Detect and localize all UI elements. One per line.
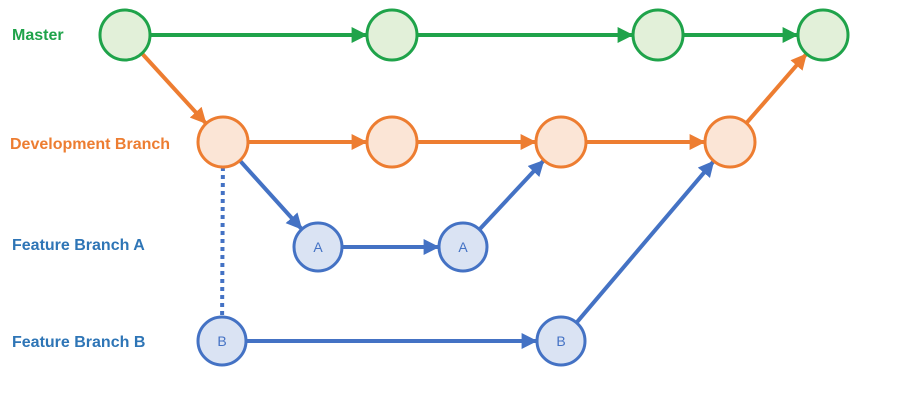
commit-node-b1: B <box>196 315 248 367</box>
commit-label-a1: A <box>313 239 323 255</box>
edge-a2-to-d3 <box>477 159 545 231</box>
commit-node-a2: A <box>437 221 489 273</box>
commit-node-m2 <box>365 8 419 62</box>
commit-circle-a1 <box>292 221 344 273</box>
edge-d4-to-m4 <box>744 53 808 125</box>
edge-b2-to-d4 <box>574 160 715 324</box>
lane-label-development: Development Branch <box>10 136 170 153</box>
lane-label-master: Master <box>12 27 64 44</box>
commit-node-d4 <box>703 115 757 169</box>
edge-m1-to-d1 <box>140 52 207 125</box>
commit-label-b1: B <box>217 333 226 349</box>
lane-label-feature-b: Feature Branch B <box>12 334 145 351</box>
commit-circle-d4 <box>703 115 757 169</box>
commit-node-m4 <box>796 8 850 62</box>
commit-label-b2: B <box>556 333 565 349</box>
nodes-layer: A A B B <box>98 8 850 367</box>
commit-circle-m1 <box>98 8 152 62</box>
commit-node-d1 <box>196 115 250 169</box>
commit-node-a1: A <box>292 221 344 273</box>
edge-d1-to-b1 <box>220 166 225 317</box>
commit-circle-a2 <box>437 221 489 273</box>
commit-circle-b1 <box>196 315 248 367</box>
lane-label-feature-a: Feature Branch A <box>12 237 145 254</box>
commit-circle-b2 <box>535 315 587 367</box>
edge-d1-to-a1 <box>238 159 303 230</box>
commit-node-b2: B <box>535 315 587 367</box>
commit-circle-m4 <box>796 8 850 62</box>
commit-node-d3 <box>534 115 588 169</box>
commit-node-m3 <box>631 8 685 62</box>
commit-circle-d1 <box>196 115 250 169</box>
commit-node-d2 <box>365 115 419 169</box>
commit-circle-m2 <box>365 8 419 62</box>
commit-circle-d2 <box>365 115 419 169</box>
commit-circle-d3 <box>534 115 588 169</box>
commit-node-m1 <box>98 8 152 62</box>
commit-circle-m3 <box>631 8 685 62</box>
edges-layer <box>140 27 808 349</box>
commit-label-a2: A <box>458 239 468 255</box>
